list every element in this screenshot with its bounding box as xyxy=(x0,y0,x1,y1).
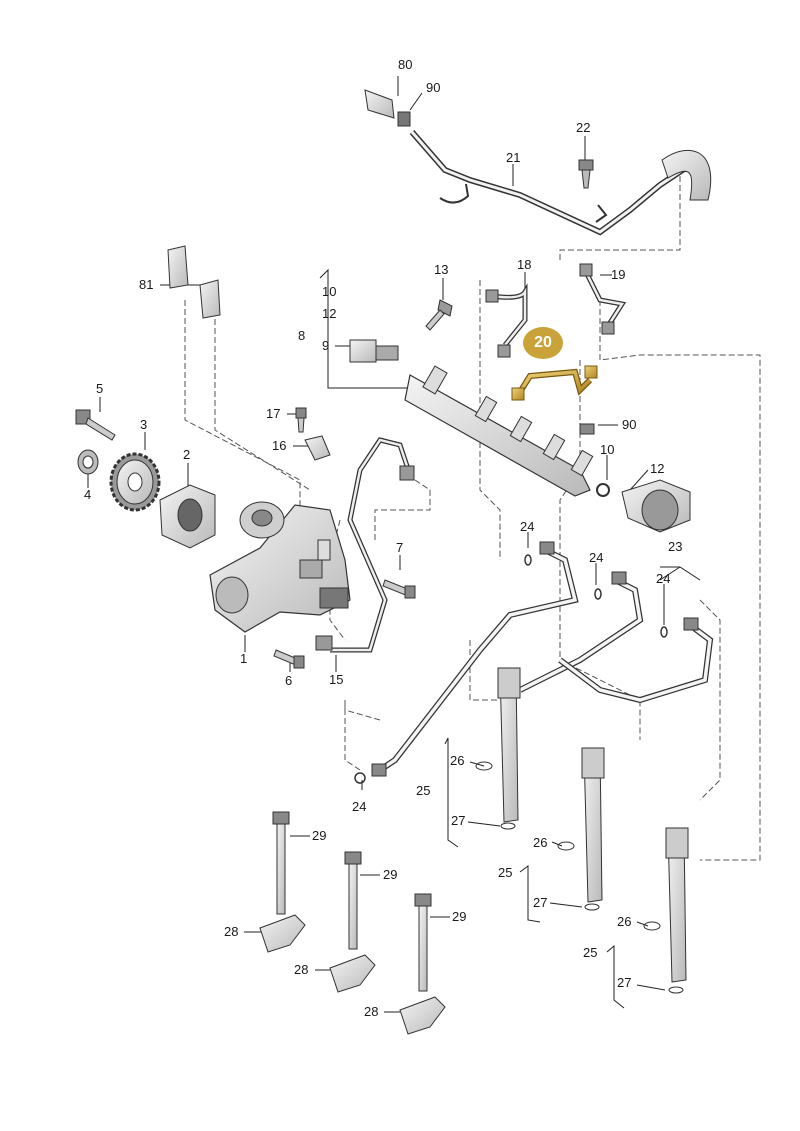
label-21: 21 xyxy=(506,150,521,165)
label-3: 3 xyxy=(140,417,148,432)
label-1: 1 xyxy=(240,651,248,666)
bolt-29a xyxy=(272,811,290,915)
label-90: 90 xyxy=(426,80,441,95)
label-24b: 24 xyxy=(589,550,604,565)
flange-2 xyxy=(159,484,216,549)
label-25c: 25 xyxy=(583,945,598,960)
fuel-return-line xyxy=(409,130,692,236)
injector-pipe-20-highlighted xyxy=(511,365,598,401)
bolt-17 xyxy=(295,407,307,433)
label-10b: 10 xyxy=(600,442,615,457)
label-24c: 24 xyxy=(656,571,671,586)
clamp-28b xyxy=(329,954,376,993)
label-81: 81 xyxy=(139,277,154,292)
label-15: 15 xyxy=(329,672,344,687)
highlight-badge-20[interactable]: 20 xyxy=(523,327,563,359)
label-9: 9 xyxy=(322,338,330,353)
o-rings-24 xyxy=(354,554,668,784)
label-29c: 29 xyxy=(452,909,467,924)
label-16: 16 xyxy=(272,438,287,453)
label-26c: 26 xyxy=(617,914,632,929)
bolt-7 xyxy=(382,579,416,599)
clamp-16 xyxy=(304,435,331,461)
label-6: 6 xyxy=(285,673,293,688)
label-5: 5 xyxy=(96,381,104,396)
high-pressure-pump-1 xyxy=(209,501,351,633)
label-27b: 27 xyxy=(533,895,548,910)
bolt-6 xyxy=(273,649,305,669)
hose-top-right xyxy=(661,150,712,201)
label-13: 13 xyxy=(434,262,449,277)
label-4: 4 xyxy=(84,487,92,502)
pressure-sensor-9 xyxy=(349,339,399,363)
label-27c: 27 xyxy=(617,975,632,990)
gear-3 xyxy=(109,452,161,512)
label-26b: 26 xyxy=(533,835,548,850)
label-28a: 28 xyxy=(224,924,239,939)
label-17: 17 xyxy=(266,406,281,421)
label-7: 7 xyxy=(396,540,404,555)
label-2: 2 xyxy=(183,447,191,462)
label-28c: 28 xyxy=(364,1004,379,1019)
clamp-28c xyxy=(399,996,446,1035)
bolt-29b xyxy=(344,851,362,950)
label-24a: 24 xyxy=(520,519,535,534)
label-29b: 29 xyxy=(383,867,398,882)
label-leaders xyxy=(87,76,701,1013)
injector-pipe-18 xyxy=(485,283,528,358)
label-26a: 26 xyxy=(450,753,465,768)
label-22: 22 xyxy=(576,120,591,135)
fuel-rail xyxy=(404,365,594,497)
label-18: 18 xyxy=(517,257,532,272)
label-10: 10 xyxy=(322,284,337,299)
label-90b: 90 xyxy=(622,417,637,432)
label-19: 19 xyxy=(611,267,626,282)
injector-3 xyxy=(643,827,689,994)
label-25a: 25 xyxy=(416,783,431,798)
clamp-28a xyxy=(259,914,306,953)
label-80: 80 xyxy=(398,57,413,72)
label-25b: 25 xyxy=(498,865,513,880)
label-12b: 12 xyxy=(650,461,665,476)
nut-4 xyxy=(77,449,99,475)
label-24d: 24 xyxy=(352,799,367,814)
leak-off-line-23 xyxy=(378,547,714,773)
high-pressure-pipe-15 xyxy=(315,437,415,653)
label-8: 8 xyxy=(298,328,306,343)
bolt-22 xyxy=(578,159,594,189)
label-29a: 29 xyxy=(312,828,327,843)
injector-pipe-19 xyxy=(579,263,627,335)
injector-2 xyxy=(557,747,605,911)
bolt-13 xyxy=(425,299,453,331)
bolt-29c xyxy=(414,893,432,992)
label-27a: 27 xyxy=(451,813,466,828)
hose-80 xyxy=(364,89,411,127)
hose-81 xyxy=(167,245,221,319)
label-28b: 28 xyxy=(294,962,309,977)
injector-1 xyxy=(475,667,521,830)
bolt-5 xyxy=(75,409,116,441)
cap-90b xyxy=(579,423,595,435)
label-12: 12 xyxy=(322,306,337,321)
valve-12 xyxy=(596,479,691,533)
leak-off-connectors xyxy=(371,541,699,777)
label-23: 23 xyxy=(668,539,683,554)
